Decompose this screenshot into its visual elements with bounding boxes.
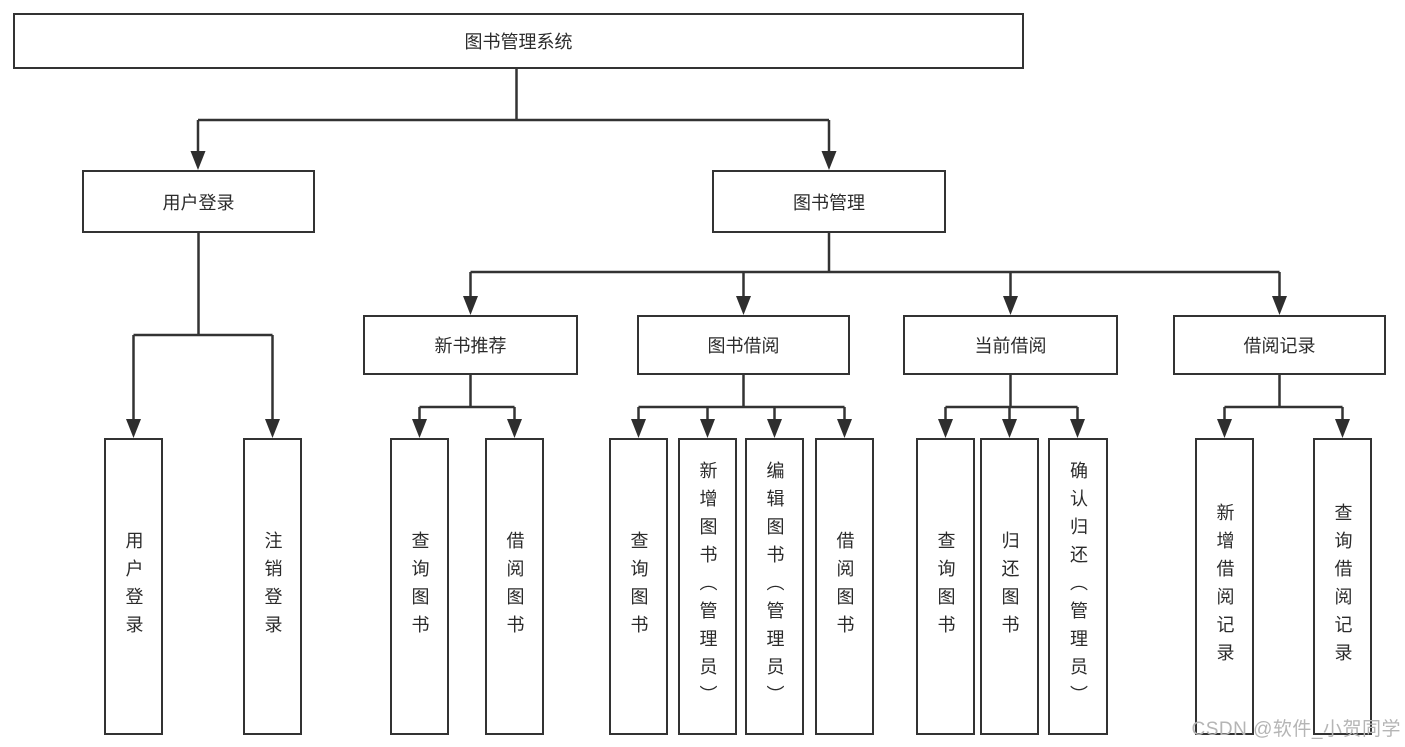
- connector-borrow-records: [1223, 375, 1344, 421]
- leaf-borrow-books-recommend: 借阅图书: [485, 438, 544, 735]
- node-book-borrow: 图书借阅: [637, 315, 850, 375]
- leaf-logout: 注销登录: [243, 438, 302, 735]
- leaf-borrow-books: 借阅图书: [815, 438, 874, 735]
- leaf-add-borrow-record: 新增借阅记录: [1195, 438, 1254, 735]
- node-book-management: 图书管理: [712, 170, 946, 233]
- node-current-borrow: 当前借阅: [903, 315, 1118, 375]
- leaf-add-books-admin: 新增图书（管理员）: [678, 438, 737, 735]
- node-user-login: 用户登录: [82, 170, 315, 233]
- csdn-watermark: CSDN @软件_小贺同学: [1191, 719, 1401, 740]
- node-new-book-recommend: 新书推荐: [363, 315, 578, 375]
- arrow-down-icon: [1335, 419, 1350, 438]
- node-borrow-records: 借阅记录: [1173, 315, 1386, 375]
- arrow-down-icon: [1272, 296, 1287, 315]
- connector-book-mgmt: [469, 233, 1281, 298]
- connector-book-borrow: [637, 375, 846, 421]
- arrow-down-icon: [767, 419, 782, 438]
- leaf-user-login: 用户登录: [104, 438, 163, 735]
- leaf-query-borrow-record: 查询借阅记录: [1313, 438, 1372, 735]
- connector-current-borrow: [944, 375, 1079, 421]
- leaf-query-books-current: 查询图书: [916, 438, 975, 735]
- arrow-down-icon: [265, 419, 280, 438]
- arrow-down-icon: [463, 296, 478, 315]
- arrow-down-icon: [507, 419, 522, 438]
- arrow-down-icon: [412, 419, 427, 438]
- arrow-down-icon: [837, 419, 852, 438]
- arrow-down-icon: [1002, 419, 1017, 438]
- arrowheads: [126, 151, 1350, 438]
- leaf-edit-books-admin: 编辑图书（管理员）: [745, 438, 804, 735]
- arrow-down-icon: [190, 151, 206, 170]
- arrow-down-icon: [821, 151, 837, 170]
- leaf-query-books-borrow: 查询图书: [609, 438, 668, 735]
- arrow-down-icon: [736, 296, 751, 315]
- arrow-down-icon: [1003, 296, 1018, 315]
- node-root: 图书管理系统: [13, 13, 1024, 69]
- connector-new-book: [418, 375, 516, 421]
- connector-user-login: [132, 233, 274, 421]
- leaf-query-books-recommend: 查询图书: [390, 438, 449, 735]
- leaf-confirm-return-admin: 确认归还（管理员）: [1048, 438, 1108, 735]
- arrow-down-icon: [631, 419, 646, 438]
- connector-root: [196, 68, 831, 153]
- leaf-return-books: 归还图书: [980, 438, 1039, 735]
- arrow-down-icon: [126, 419, 141, 438]
- arrow-down-icon: [700, 419, 715, 438]
- arrow-down-icon: [1070, 419, 1085, 438]
- arrow-down-icon: [1217, 419, 1232, 438]
- arrow-down-icon: [938, 419, 953, 438]
